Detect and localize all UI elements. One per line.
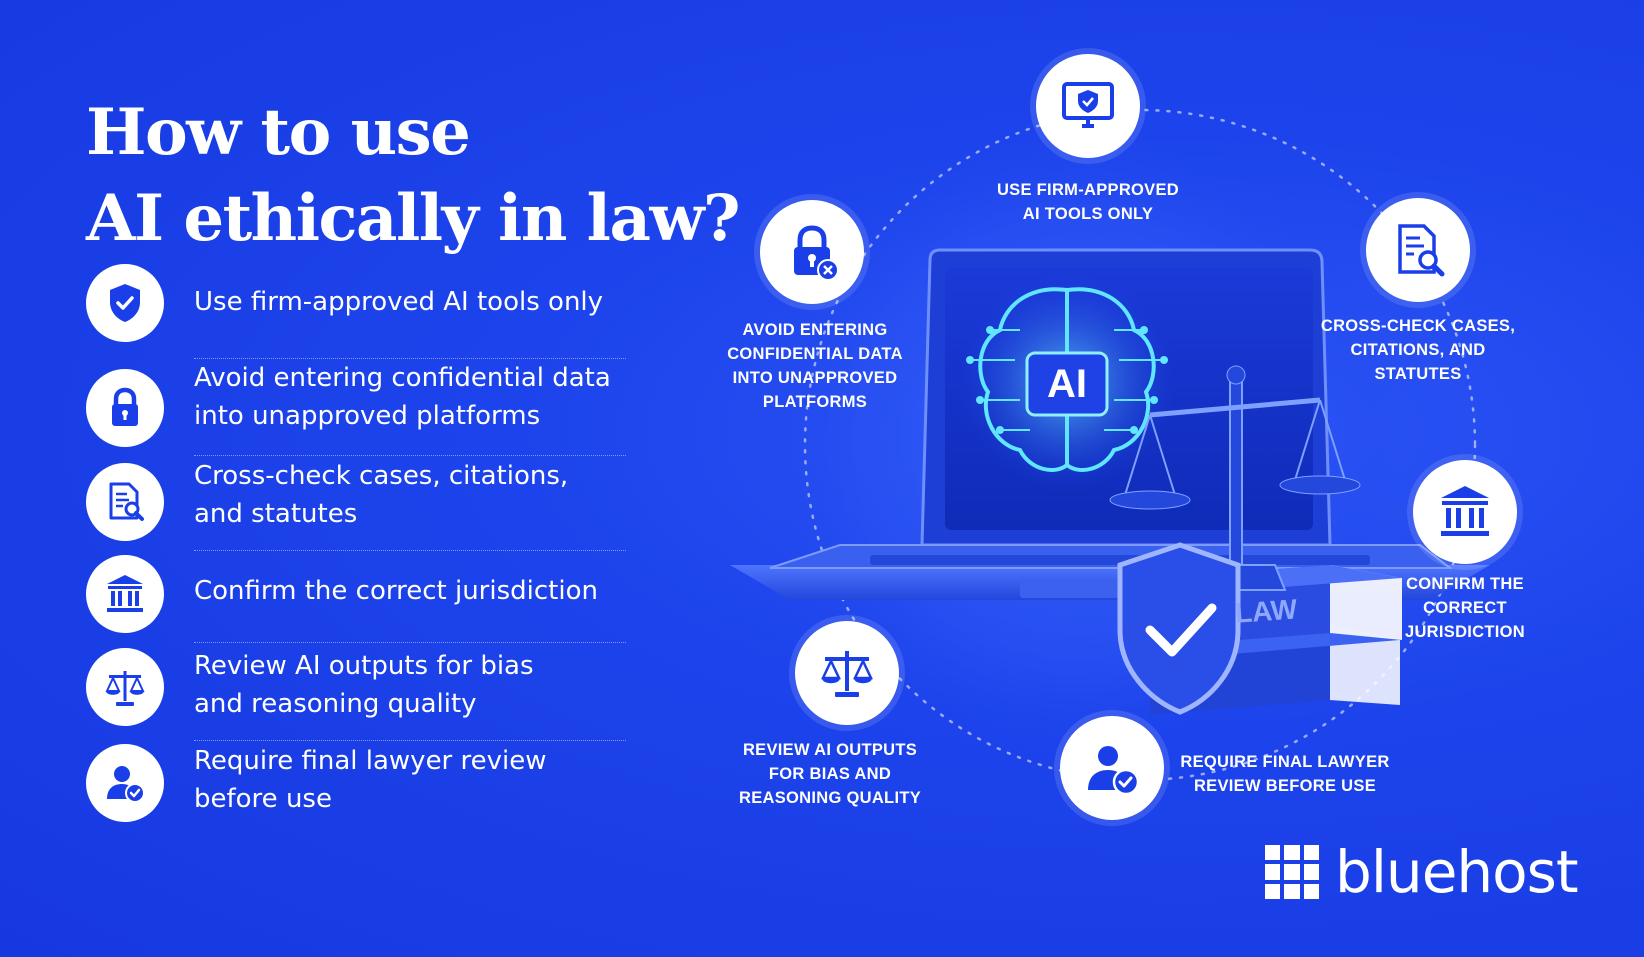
courthouse-icon <box>86 555 164 633</box>
list-item-line-1: Avoid entering confidential data <box>194 363 611 393</box>
diagram-label: REVIEW AI OUTPUTS FOR BIAS AND REASONING… <box>738 741 922 807</box>
divider <box>194 642 626 643</box>
list-item-line-2: and statutes <box>194 499 358 529</box>
scales-icon <box>821 651 873 697</box>
shield-check-illustration <box>1117 542 1241 715</box>
divider <box>194 740 626 741</box>
list-item-line-2: and reasoning quality <box>194 689 477 719</box>
law-book-label: LAW <box>1233 593 1299 629</box>
diagram-node-jurisdiction <box>1413 460 1517 564</box>
list-item-line-1: Confirm the correct jurisdiction <box>194 576 598 606</box>
diagram-label: REQUIRE FINAL LAWYER REVIEW BEFORE USE <box>1180 753 1390 795</box>
brain-circuit-illustration <box>957 273 1177 493</box>
padlock-icon <box>86 369 164 447</box>
divider <box>194 455 626 456</box>
list-item-line-1: Require final lawyer review <box>194 746 547 776</box>
diagram-label: CROSS-CHECK CASES, CITATIONS, AND STATUT… <box>1320 317 1516 383</box>
courthouse-icon <box>1441 486 1489 536</box>
lock-x-icon <box>794 225 839 281</box>
document-search-icon <box>86 463 164 541</box>
divider <box>194 550 626 551</box>
diagram-node-review-bias <box>795 621 899 725</box>
document-search-icon <box>1398 224 1445 277</box>
ai-chip-label: AI <box>1047 361 1087 406</box>
diagram-label: USE FIRM-APPROVED AI TOOLS ONLY <box>996 181 1180 223</box>
diagram-label: AVOID ENTERING CONFIDENTIAL DATA INTO UN… <box>727 321 903 411</box>
diagram-node-lawyer-review <box>1060 716 1164 820</box>
diagram-node-confidential-data <box>760 200 864 304</box>
list-item-line-2: into unapproved platforms <box>194 401 541 431</box>
list-item-line-1: Use firm-approved AI tools only <box>194 287 604 317</box>
user-check-icon <box>1088 746 1140 796</box>
brand-logo: bluehost <box>1265 838 1579 906</box>
grid-logo-icon <box>1265 845 1319 899</box>
shield-check-icon <box>86 264 164 342</box>
monitor-shield-icon <box>1062 82 1114 128</box>
page-title: How to use AI ethically in law? <box>86 90 786 262</box>
diagram: AI LAW USE FIRM-APPROVED AI TOOLS ONLY A… <box>727 0 1644 957</box>
user-check-icon <box>86 744 164 822</box>
list-item-line-1: Cross-check cases, citations, <box>194 461 569 491</box>
title-line-1: How to use <box>86 95 471 170</box>
list-item-line-1: Review AI outputs for bias <box>194 651 534 681</box>
title-line-2: AI ethically in law? <box>86 181 741 256</box>
diagram-label: CONFIRM THE CORRECT JURISDICTION <box>1404 575 1526 641</box>
diagram-node-approved-tools <box>1036 54 1140 158</box>
diagram-node-cross-check <box>1366 198 1470 302</box>
brand-name: bluehost <box>1335 838 1579 906</box>
list-item-line-2: before use <box>194 784 332 814</box>
divider <box>194 358 626 359</box>
diagram-ring <box>730 108 1490 782</box>
scales-icon <box>86 648 164 726</box>
